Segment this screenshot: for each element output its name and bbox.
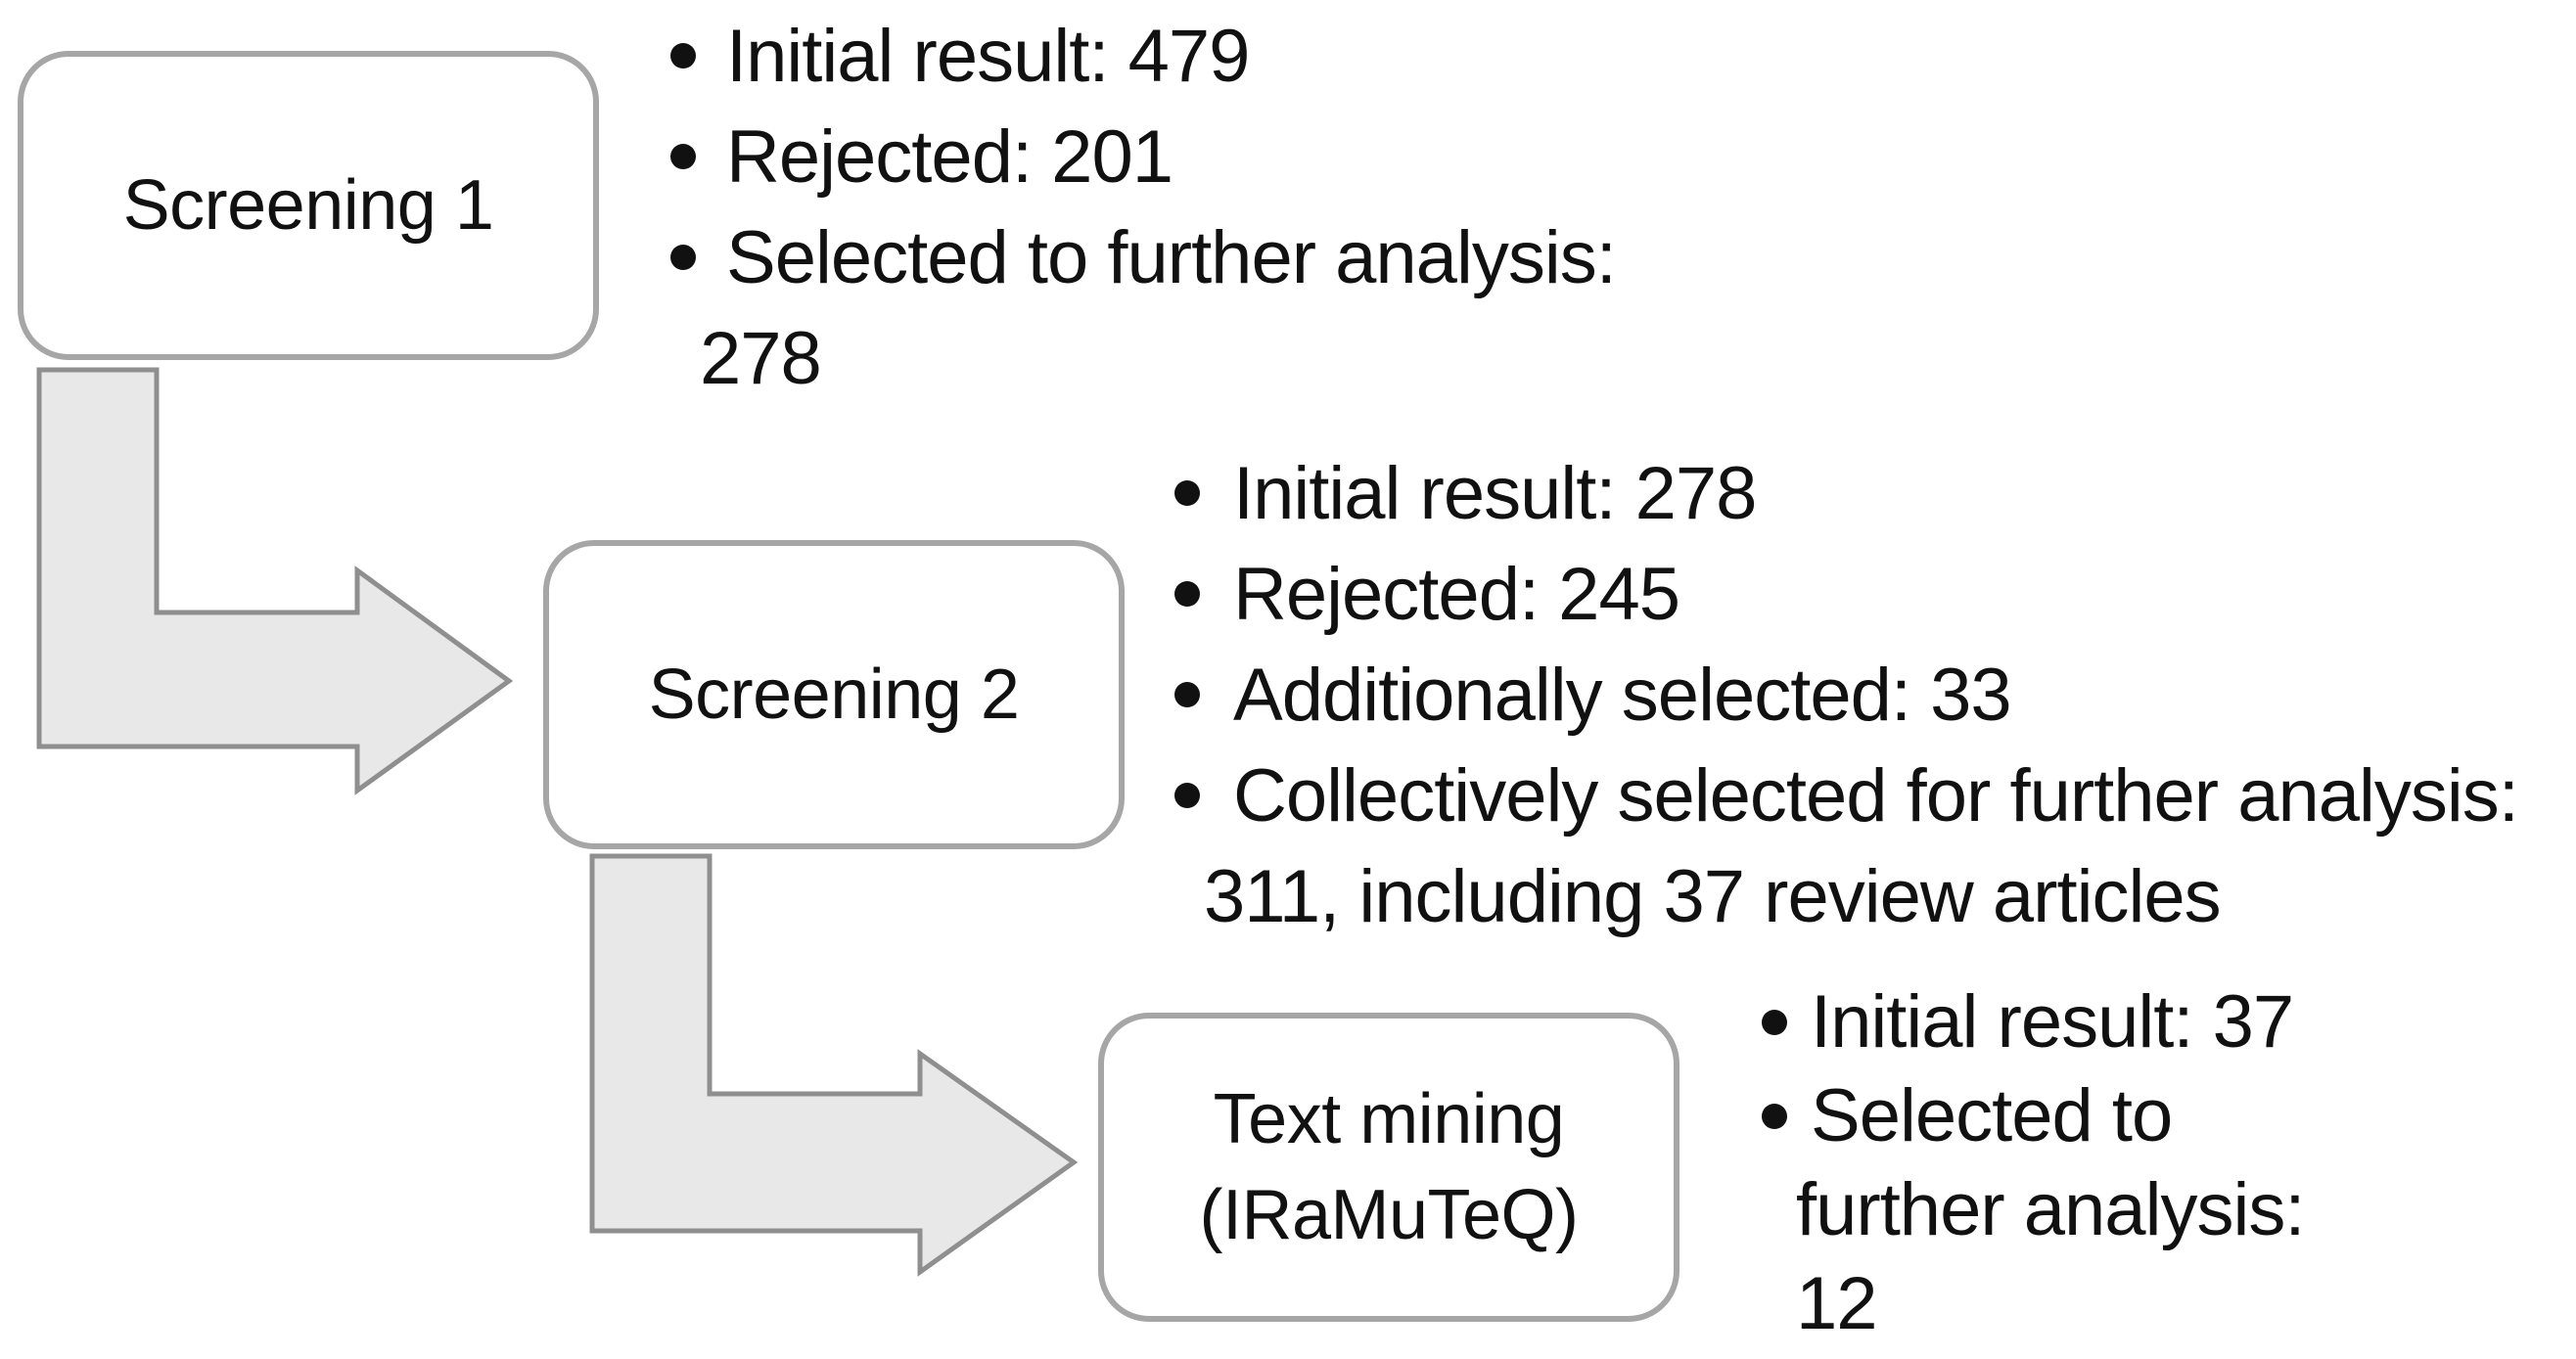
list-item-lines: Initial result: 37 bbox=[1811, 975, 2294, 1069]
list-item: Rejected: 201 bbox=[670, 107, 1616, 207]
bullet-icon bbox=[1174, 746, 1233, 947]
screening-1-box: Screening 1 bbox=[18, 51, 599, 360]
list-item: Initial result: 278 bbox=[1174, 443, 2518, 544]
list-line: Initial result: 278 bbox=[1233, 452, 1757, 535]
elbow-arrow-icon-2 bbox=[589, 853, 1079, 1277]
list-line: Additionally selected: 33 bbox=[1233, 654, 2012, 737]
bullet-icon bbox=[1762, 975, 1811, 1069]
bullet-icon bbox=[1762, 1069, 1811, 1351]
list-line: Selected to further analysis: bbox=[726, 216, 1617, 299]
list-line: 278 bbox=[700, 317, 822, 400]
list-item-lines: Selected to further analysis: 278 bbox=[700, 207, 1617, 409]
label-line: (IRaMuTeQ) bbox=[1199, 1176, 1579, 1254]
label-line: Screening 1 bbox=[122, 166, 494, 245]
list-line: further analysis: bbox=[1796, 1168, 2305, 1251]
list-line: Rejected: 201 bbox=[726, 115, 1173, 199]
list-line: Collectively selected for further analys… bbox=[1233, 754, 2519, 838]
list-item: Additionally selected: 33 bbox=[1174, 645, 2518, 746]
screening-2-label: Screening 2 bbox=[649, 647, 1020, 743]
bullet-icon bbox=[1174, 645, 1233, 746]
screening-2-box: Screening 2 bbox=[543, 540, 1125, 849]
list-item-lines: Rejected: 245 bbox=[1233, 544, 1680, 645]
bullet-icon bbox=[1174, 443, 1233, 544]
bullet-icon bbox=[670, 6, 726, 107]
list-item-lines: Initial result: 479 bbox=[726, 6, 1250, 107]
label-line: Text mining bbox=[1213, 1080, 1565, 1158]
list-item-lines: Additionally selected: 33 bbox=[1233, 645, 2012, 746]
screening-1-label: Screening 1 bbox=[123, 158, 494, 253]
text-mining-label: Text mining (IRaMuTeQ) bbox=[1199, 1071, 1579, 1263]
bullet-icon bbox=[670, 207, 726, 409]
list-item-lines: Initial result: 278 bbox=[1233, 443, 1757, 544]
text-mining-box: Text mining (IRaMuTeQ) bbox=[1098, 1013, 1679, 1322]
list-line: 12 bbox=[1796, 1262, 1878, 1345]
list-item-lines: Rejected: 201 bbox=[726, 107, 1173, 207]
list-line: Initial result: 37 bbox=[1811, 980, 2294, 1064]
list-line: 311, including 37 review articles bbox=[1204, 855, 2222, 938]
text-mining-bullet-list: Initial result: 37 Selected to further ana… bbox=[1762, 975, 2305, 1351]
list-line: Rejected: 245 bbox=[1233, 553, 1680, 636]
elbow-arrow-icon-1 bbox=[36, 367, 514, 795]
list-item-lines: Selected to further analysis: 12 bbox=[1796, 1069, 2305, 1351]
list-item: Selected to further analysis: 278 bbox=[670, 207, 1617, 409]
list-line: Selected to bbox=[1811, 1074, 2173, 1157]
list-item: Collectively selected for further analys… bbox=[1174, 746, 2519, 947]
label-line: Screening 2 bbox=[648, 656, 1020, 734]
list-item: Initial result: 479 bbox=[670, 6, 1616, 107]
list-item: Selected to further analysis: 12 bbox=[1762, 1069, 2305, 1351]
list-item: Initial result: 37 bbox=[1762, 975, 2304, 1069]
bullet-icon bbox=[1174, 544, 1233, 645]
list-item-lines: Collectively selected for further analys… bbox=[1204, 746, 2519, 947]
list-item: Rejected: 245 bbox=[1174, 544, 2518, 645]
bullet-icon bbox=[670, 107, 726, 207]
list-line: Initial result: 479 bbox=[726, 15, 1250, 98]
